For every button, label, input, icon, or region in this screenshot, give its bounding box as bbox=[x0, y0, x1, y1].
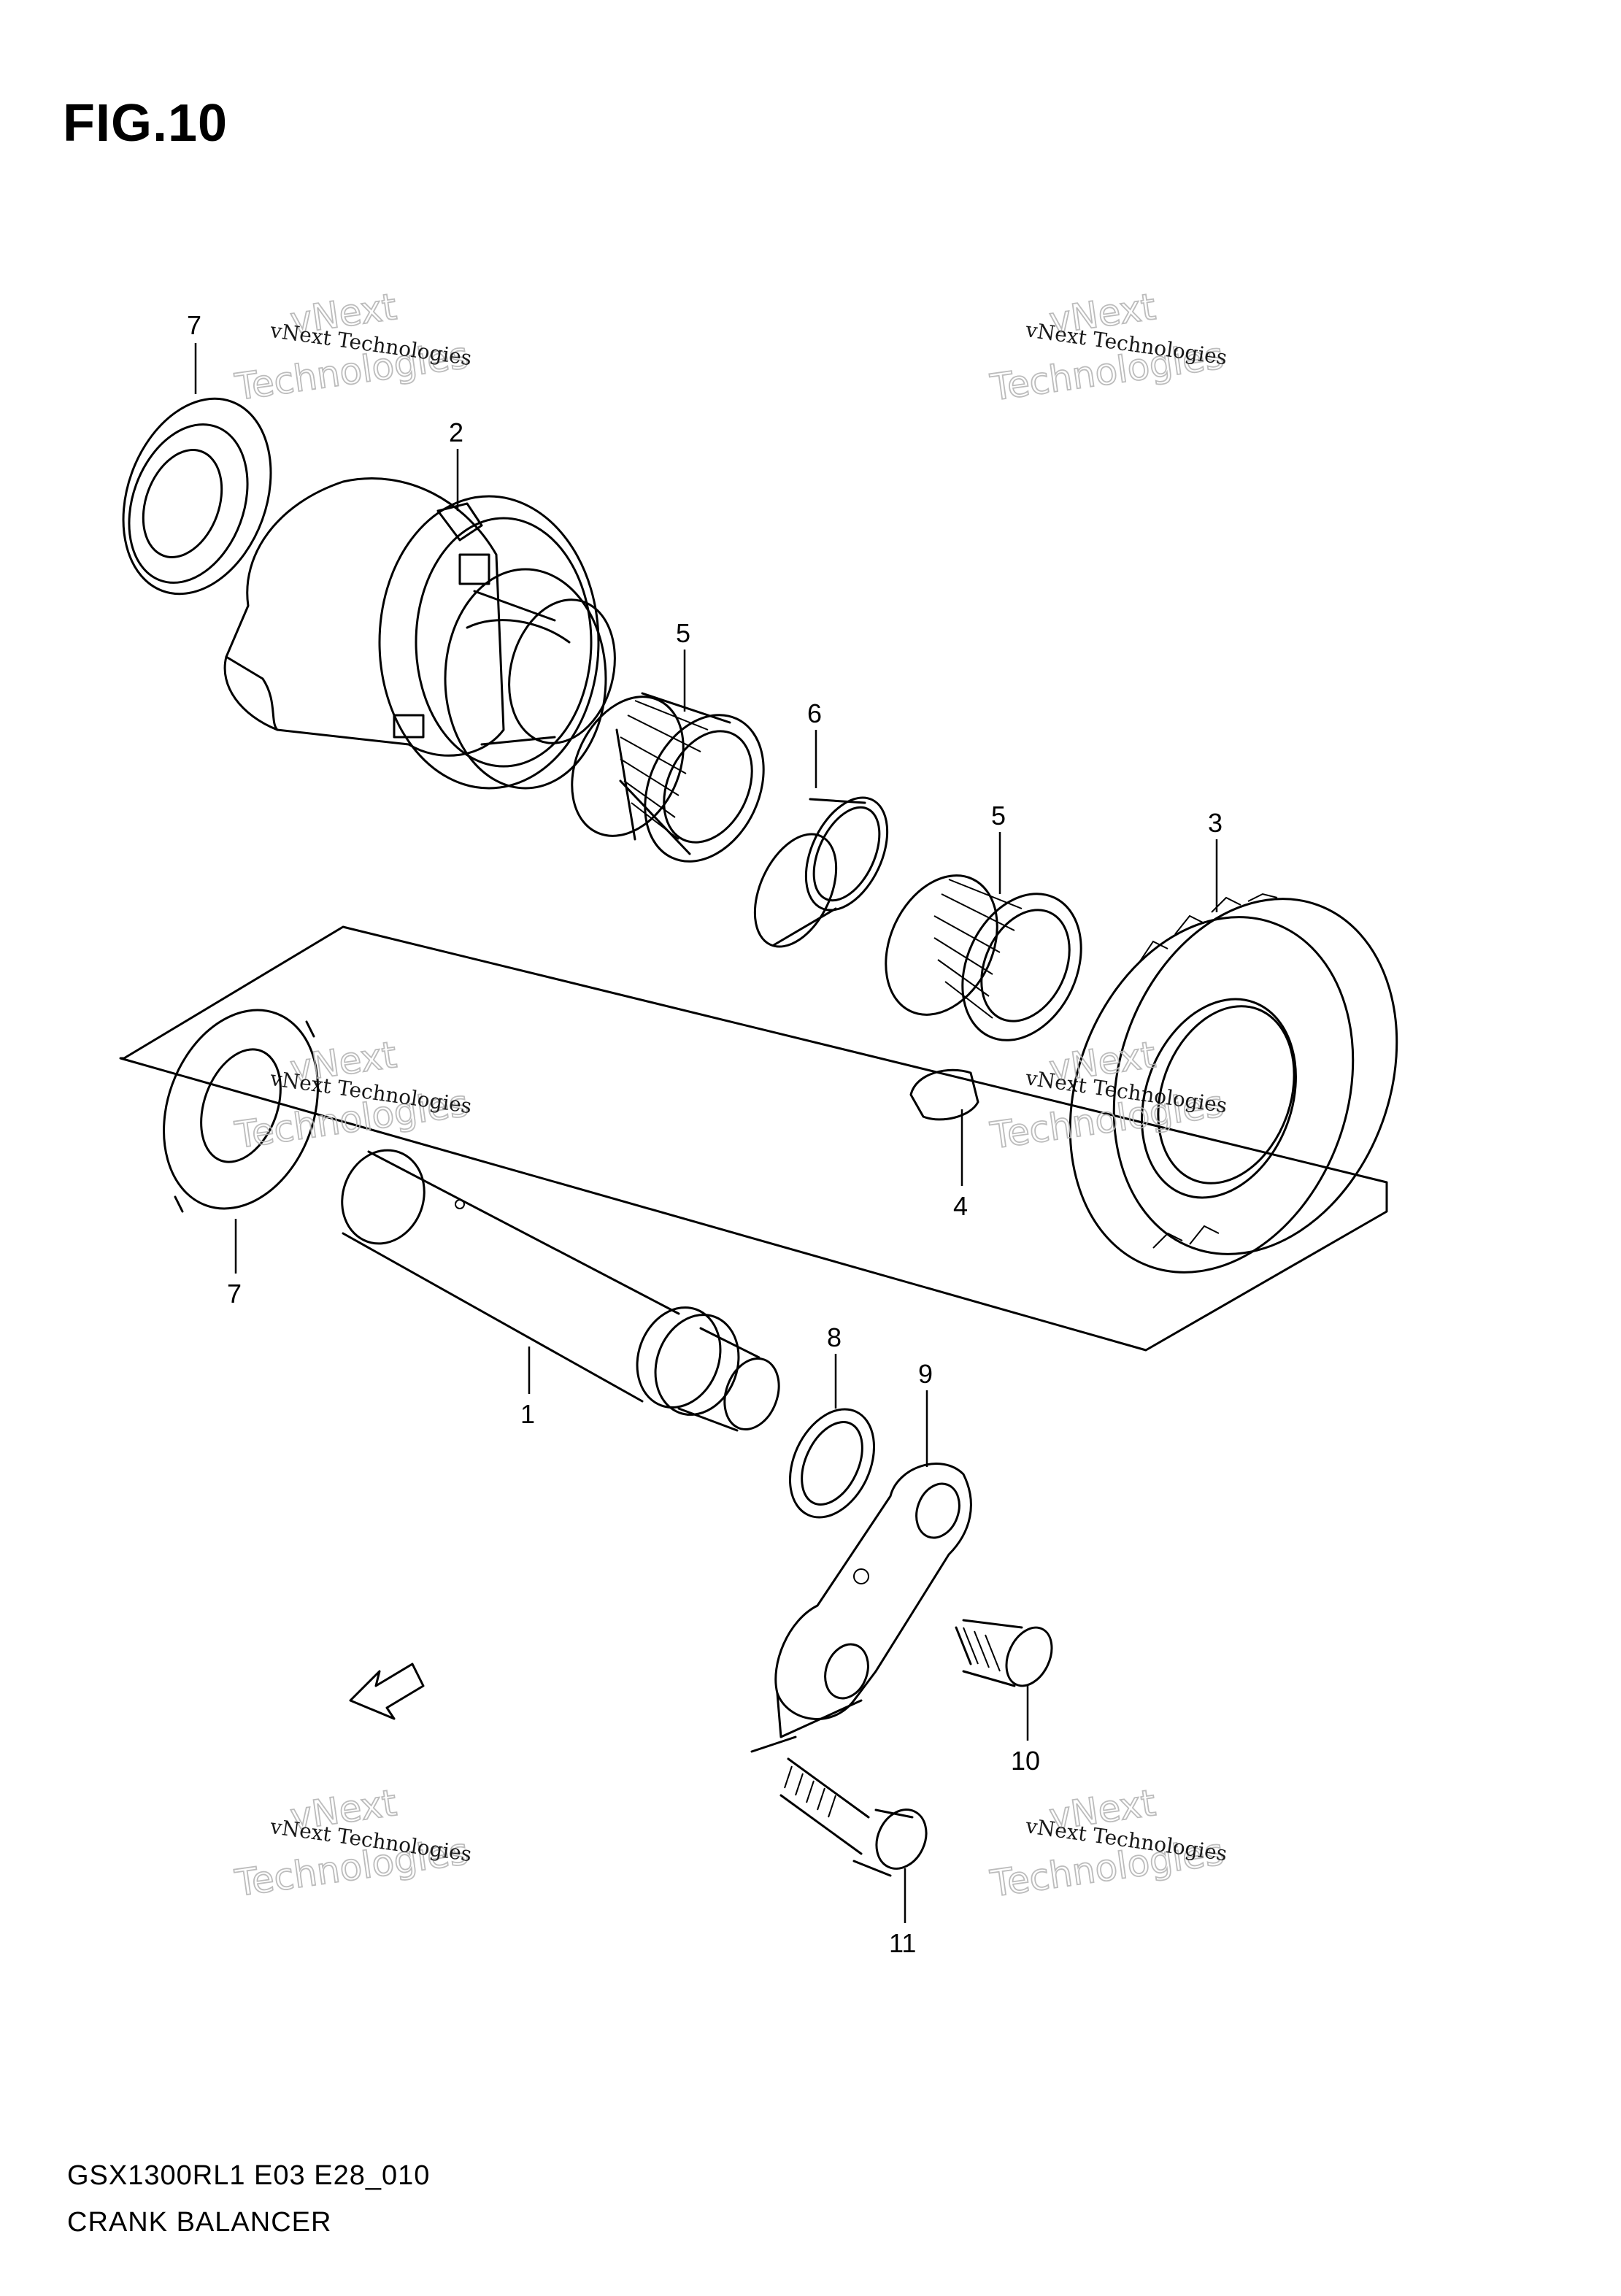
callout-4: 4 bbox=[953, 1191, 968, 1221]
figure-title: FIG.10 bbox=[63, 94, 228, 153]
part-3-driven-gear bbox=[1069, 893, 1398, 1274]
forward-direction-arrow: FWD bbox=[349, 1663, 425, 1720]
callout-5-right: 5 bbox=[991, 801, 1006, 831]
callout-6: 6 bbox=[807, 698, 822, 728]
callout-5-left: 5 bbox=[676, 618, 690, 648]
callout-1: 1 bbox=[520, 1399, 535, 1429]
part-1-balancer-shaft bbox=[341, 1149, 780, 1432]
leader-lines bbox=[194, 343, 1218, 1923]
part-9-balancer-arm bbox=[750, 1463, 972, 1753]
part-6-spacer bbox=[753, 796, 889, 948]
part-4-key bbox=[909, 1068, 979, 1121]
watermark-middle-right: vNext Technologies vNext Technologies bbox=[987, 1033, 1228, 1157]
part-2-balancer-weight bbox=[223, 477, 616, 790]
part-10-bolt bbox=[955, 1619, 1053, 1687]
watermark-top-right: vNext Technologies vNext Technologies bbox=[987, 285, 1228, 409]
assembly-name-label: CRANK BALANCER bbox=[67, 2207, 332, 2238]
fwd-label: FWD bbox=[376, 1681, 412, 1712]
callout-8: 8 bbox=[827, 1322, 842, 1352]
subassembly-outline bbox=[119, 925, 1388, 1352]
callout-numbers: 7 2 5 6 5 3 4 7 1 8 9 10 11 bbox=[187, 310, 1223, 1958]
watermark-middle-left: vNext Technologies vNext Technologies bbox=[231, 1033, 473, 1157]
callout-9: 9 bbox=[918, 1359, 933, 1389]
model-code-label: GSX1300RL1 E03 E28_010 bbox=[67, 2160, 431, 2191]
watermark-bottom-right: vNext Technologies vNext Technologies bbox=[987, 1781, 1228, 1906]
callout-10: 10 bbox=[1011, 1746, 1040, 1776]
part-7-oil-seal-top bbox=[122, 397, 272, 596]
watermark-top-left: vNext Technologies vNext Technologies bbox=[231, 285, 473, 409]
watermark-bottom-left: vNext Technologies vNext Technologies bbox=[231, 1781, 473, 1906]
callout-3: 3 bbox=[1208, 808, 1223, 838]
part-5-needle-bearing-left bbox=[571, 692, 765, 863]
part-7-oil-seal-bottom bbox=[163, 1009, 319, 1213]
part-8-washer bbox=[788, 1408, 876, 1519]
part-5-needle-bearing-right bbox=[885, 874, 1082, 1041]
callout-7-top: 7 bbox=[187, 310, 201, 340]
callout-2: 2 bbox=[449, 417, 463, 447]
callout-11: 11 bbox=[889, 1928, 916, 1958]
part-11-flange-bolt bbox=[779, 1757, 928, 1877]
callout-7-bottom: 7 bbox=[227, 1279, 242, 1309]
